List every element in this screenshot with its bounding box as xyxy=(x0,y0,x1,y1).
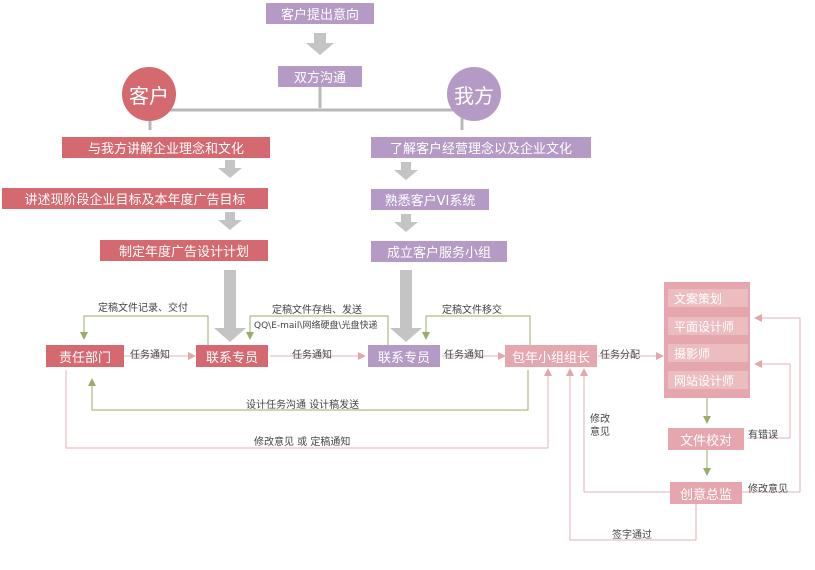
arrow-plan-to-liaison xyxy=(214,270,246,342)
team-member-copywriter: 文案策划 xyxy=(668,289,748,307)
team-leader-box: 包年小组组长 xyxy=(505,345,597,367)
team-members-panel xyxy=(664,282,750,398)
liaison-2-box: 联系专员 xyxy=(368,345,440,367)
label-task-assign: 任务分配 xyxy=(600,350,640,361)
arrow-our-step2-3 xyxy=(394,214,418,232)
arrow-team-to-liaison xyxy=(390,270,422,342)
grey-arrows xyxy=(214,33,422,342)
our-step1-box: 了解客户经营理念以及企业文化 xyxy=(371,137,591,158)
responsible-dept-box: 责任部门 xyxy=(46,345,124,367)
team-member-photographer: 摄影师 xyxy=(668,344,748,362)
team-member-web-designer: 网站设计师 xyxy=(668,371,748,389)
arrow-client-step1-2 xyxy=(218,160,242,178)
label-task-notice-1: 任务通知 xyxy=(130,350,170,361)
team-member-graphic-designer: 平面设计师 xyxy=(668,317,748,335)
creative-director-box: 创意总监 xyxy=(670,482,742,504)
label-channels: QQ\E-mail\网络硬盘\光盘快递 xyxy=(254,321,378,331)
label-final-archive: 定稿文件存档、发送 xyxy=(272,305,362,316)
our-step2-box: 熟悉客户VI系统 xyxy=(371,189,489,210)
arrow-client-step2-3 xyxy=(218,212,242,230)
pink-flow-lines xyxy=(65,314,801,541)
mutual-communication-box: 双方沟通 xyxy=(278,66,362,87)
client-step1-box: 与我方讲解企业理念和文化 xyxy=(62,137,270,158)
us-circle: 我方 xyxy=(447,67,501,121)
client-request-box: 客户提出意向 xyxy=(266,3,374,24)
label-signed-pass: 签字通过 xyxy=(612,530,652,541)
label-final-transfer: 定稿文件移交 xyxy=(442,305,502,316)
arrow-our-step1-2 xyxy=(394,162,418,180)
client-step2-box: 讲述现阶段企业目标及本年度广告目标 xyxy=(2,188,268,209)
arrow-request-to-communication xyxy=(306,33,334,55)
label-revision-comments: 修改意见 xyxy=(590,414,610,438)
label-revision-or-final: 修改意见 或 定稿通知 xyxy=(254,437,351,448)
label-revision-comments-2: 修改意见 xyxy=(748,484,788,495)
label-task-notice-2: 任务通知 xyxy=(292,350,332,361)
label-task-notice-3: 任务通知 xyxy=(444,350,484,361)
communication-branch xyxy=(148,86,470,130)
client-step3-box: 制定年度广告设计计划 xyxy=(100,240,268,261)
label-final-record: 定稿文件记录、交付 xyxy=(98,303,188,314)
file-check-box: 文件校对 xyxy=(668,428,744,450)
green-feedback-lines xyxy=(80,315,711,476)
label-design-comm: 设计任务沟通 设计稿发送 xyxy=(246,400,360,411)
client-circle: 客户 xyxy=(122,67,176,121)
our-step3-box: 成立客户服务小组 xyxy=(371,241,507,262)
label-has-errors: 有错误 xyxy=(748,430,778,441)
liaison-1-box: 联系专员 xyxy=(196,345,268,367)
